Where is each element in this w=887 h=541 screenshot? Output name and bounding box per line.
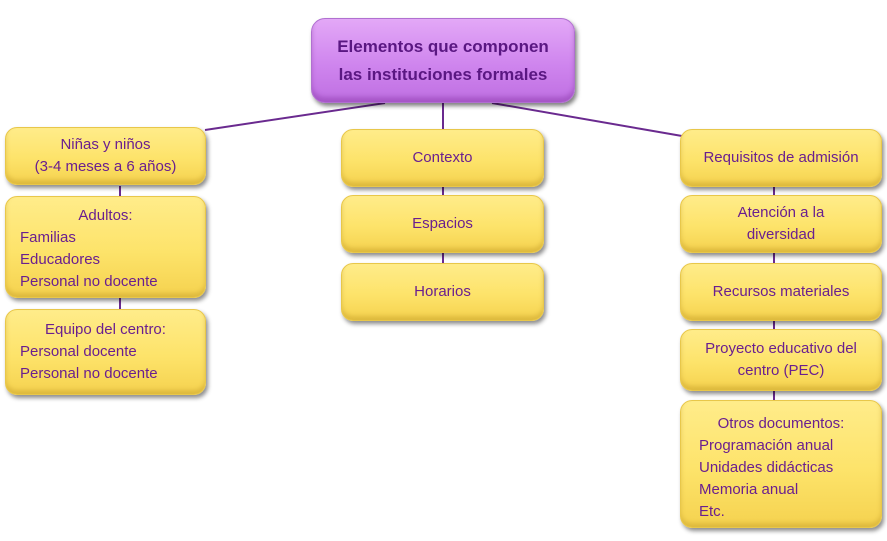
- node-equipo-title: Equipo del centro:: [45, 321, 166, 338]
- node-proyecto-line1: Proyecto educativo del: [705, 340, 857, 357]
- node-atencion: Atención a la diversidad: [680, 195, 882, 253]
- node-adultos-title: Adultos:: [78, 207, 133, 224]
- node-adultos: Adultos: Familias Educadores Personal no…: [5, 196, 206, 298]
- list-item: Personal no docente: [20, 273, 158, 290]
- node-espacios: Espacios: [341, 195, 544, 253]
- node-proyecto: Proyecto educativo del centro (PEC): [680, 329, 882, 391]
- node-contexto: Contexto: [341, 129, 544, 187]
- list-item: Educadores: [20, 251, 101, 268]
- node-horarios: Horarios: [341, 263, 544, 321]
- node-atencion-line1: Atención a la: [737, 204, 825, 221]
- root-node: Elementos que componen las instituciones…: [311, 18, 575, 103]
- node-atencion-line2: diversidad: [746, 226, 816, 243]
- node-otros-title: Otros documentos:: [717, 415, 845, 432]
- node-ninos: Niñas y niños (3-4 meses a 6 años): [5, 127, 206, 185]
- node-otros: Otros documentos: Programación anual Uni…: [680, 400, 882, 528]
- node-requisitos-label: Requisitos de admisión: [703, 149, 859, 166]
- node-espacios-label: Espacios: [412, 215, 473, 232]
- node-contexto-label: Contexto: [412, 149, 473, 166]
- list-item: Memoria anual: [699, 481, 799, 498]
- list-item: Programación anual: [699, 437, 834, 454]
- list-item: Personal docente: [20, 343, 137, 360]
- list-item: Etc.: [699, 503, 725, 520]
- list-item: Unidades didácticas: [699, 459, 834, 476]
- node-horarios-label: Horarios: [414, 283, 471, 300]
- node-ninos-line2: (3-4 meses a 6 años): [34, 158, 177, 175]
- node-ninos-line1: Niñas y niños: [60, 136, 151, 153]
- node-equipo: Equipo del centro: Personal docente Pers…: [5, 309, 206, 395]
- root-title-line1: Elementos que componen: [337, 36, 549, 56]
- list-item: Personal no docente: [20, 365, 158, 382]
- node-recursos-label: Recursos materiales: [712, 283, 850, 300]
- node-recursos: Recursos materiales: [680, 263, 882, 321]
- root-title-line2: las instituciones formales: [338, 64, 548, 84]
- connector-root-left: [204, 102, 386, 131]
- connector-root-right: [491, 102, 683, 137]
- node-proyecto-line2: centro (PEC): [737, 362, 825, 379]
- list-item: Familias: [20, 229, 76, 246]
- node-requisitos: Requisitos de admisión: [680, 129, 882, 187]
